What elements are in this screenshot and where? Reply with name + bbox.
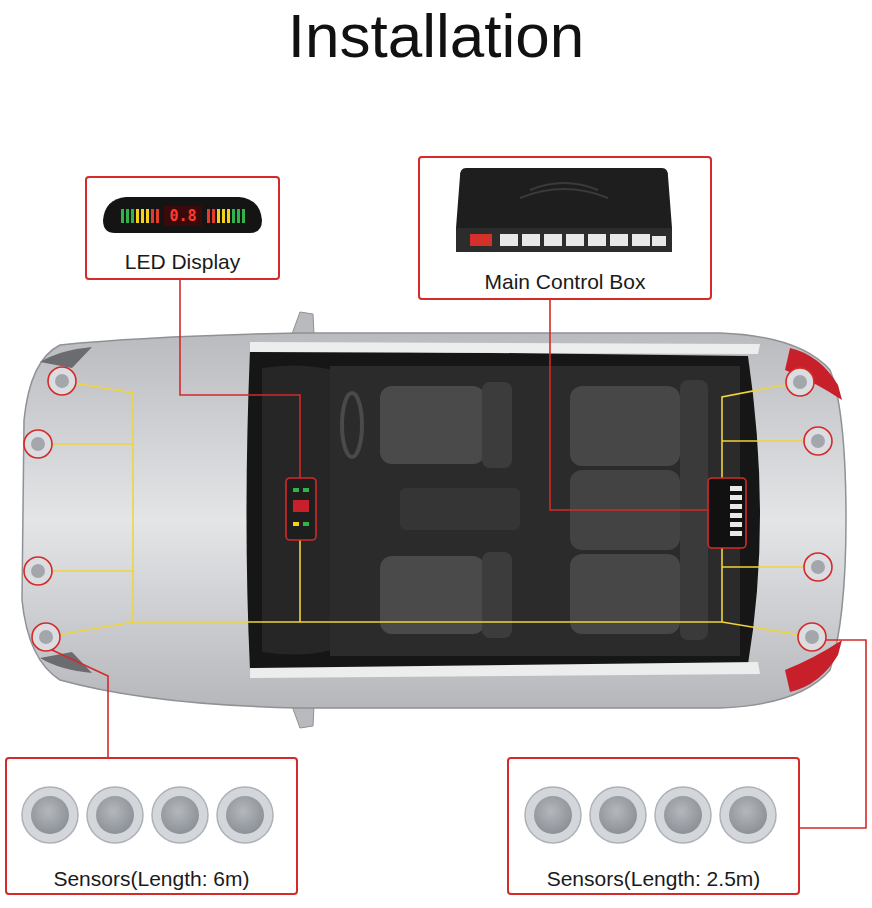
- car-sensor-faces: [31, 374, 825, 644]
- page-title: Installation: [0, 4, 872, 68]
- callout-box: Sensors(Length: 6m): [5, 757, 298, 895]
- leader-lines: [52, 280, 866, 828]
- callout-box: Sensors(Length: 2.5m): [507, 757, 800, 895]
- led-display-icon: [103, 197, 262, 233]
- sensor-icons: [22, 787, 776, 843]
- callout-box: LED Display: [85, 176, 280, 280]
- car-sensors: [24, 367, 832, 651]
- callout-label: Sensors(Length: 2.5m): [509, 867, 798, 891]
- callout-label: Sensors(Length: 6m): [7, 867, 296, 891]
- callout-label: Main Control Box: [420, 270, 710, 294]
- display-reading: 0.8: [164, 206, 202, 226]
- car-body: [22, 312, 846, 728]
- control-box-icon: [456, 168, 672, 252]
- callout-label: LED Display: [87, 250, 278, 274]
- callout-box: Main Control Box: [418, 156, 712, 300]
- installed-units: [286, 478, 746, 548]
- sensor-wires: [38, 381, 818, 637]
